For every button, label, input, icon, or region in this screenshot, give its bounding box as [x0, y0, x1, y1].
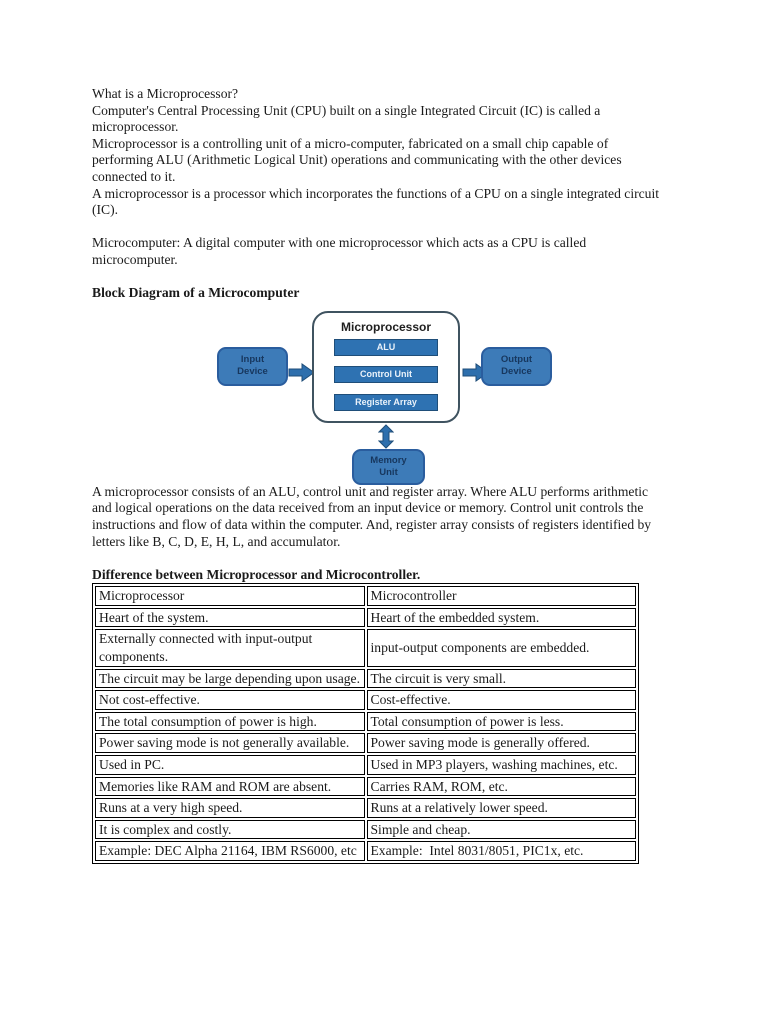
- table-cell-right: Carries RAM, ROM, etc.: [366, 776, 636, 797]
- table-cell-right: Used in MP3 players, washing machines, e…: [366, 755, 636, 775]
- table-row: Not cost-effective. Cost-effective.: [95, 690, 636, 710]
- table-row: Example: DEC Alpha 21164, IBM RS6000, et…: [95, 841, 636, 861]
- table-row: Heart of the system. Heart of the embedd…: [95, 607, 636, 628]
- table-cell-right: Power saving mode is generally offered.: [366, 733, 636, 754]
- table-cell-right: Heart of the embedded system.: [366, 607, 636, 628]
- table-cell-right: Runs at a relatively lower speed.: [366, 798, 636, 818]
- table-header-row: Microprocessor Microcontroller: [95, 586, 636, 606]
- table-row: It is complex and costly. Simple and che…: [95, 819, 636, 840]
- table-row: Runs at a very high speed. Runs at a rel…: [95, 798, 636, 818]
- table-row: Used in PC. Used in MP3 players, washing…: [95, 755, 636, 775]
- table-cell-right: Total consumption of power is less.: [366, 711, 636, 732]
- table-row: Power saving mode is not generally avail…: [95, 733, 636, 754]
- table-heading: Difference between Microprocessor and Mi…: [92, 566, 421, 582]
- blank-line: [92, 550, 670, 567]
- table-cell-right: Cost-effective.: [366, 690, 636, 710]
- output-device-label-line1: Output: [500, 354, 533, 366]
- blank-line: [92, 219, 670, 236]
- microcomputer-paragraph: Microcomputer: A digital computer with o…: [92, 235, 587, 267]
- intro-paragraph: Microprocessor is a controlling unit of …: [92, 135, 622, 184]
- table-cell-left: Heart of the system.: [95, 607, 365, 628]
- table-cell-left: Memories like RAM and ROM are absent.: [95, 776, 365, 797]
- table-row: The circuit may be large depending upon …: [95, 668, 636, 689]
- intro-paragraph: A microprocessor is a processor which in…: [92, 185, 660, 218]
- table-row: Externally connected with input-output c…: [95, 629, 636, 667]
- table-cell-left: The circuit may be large depending upon …: [95, 668, 365, 689]
- document-content: What is a Microprocessor? Computer's Cen…: [92, 86, 670, 864]
- table-cell-right: The circuit is very small.: [366, 668, 636, 689]
- alu-bar: ALU: [334, 338, 438, 356]
- table-cell-left: The total consumption of power is high.: [95, 711, 365, 732]
- block-diagram: Input Device Microprocessor ALU Control …: [212, 306, 557, 485]
- control-unit-bar: Control Unit: [334, 365, 438, 383]
- description-paragraph: A microprocessor consists of an ALU, con…: [92, 483, 652, 549]
- table-cell-left: Externally connected with input-output c…: [95, 629, 365, 667]
- table-header-microprocessor: Microprocessor: [95, 586, 365, 606]
- block-diagram-heading: Block Diagram of a Microcomputer: [92, 285, 300, 301]
- memory-unit-label-line1: Memory: [370, 454, 407, 466]
- intro-question: What is a Microprocessor?: [92, 86, 239, 101]
- output-device-label-line2: Device: [501, 366, 532, 378]
- input-device-label-line1: Input: [240, 354, 265, 366]
- microprocessor-container: Microprocessor ALU Control Unit Register…: [312, 310, 460, 423]
- table-cell-right: input-output components are embedded.: [366, 629, 636, 667]
- diagram-title: Microprocessor: [340, 319, 432, 334]
- table-cell-left: Not cost-effective.: [95, 690, 365, 710]
- input-device-label-line2: Device: [237, 366, 268, 378]
- comparison-table: Microprocessor Microcontroller Heart of …: [92, 583, 639, 864]
- arrow-input-to-cpu-icon: [288, 362, 315, 387]
- table-header-microcontroller: Microcontroller: [366, 586, 636, 606]
- table-row: Memories like RAM and ROM are absent. Ca…: [95, 776, 636, 797]
- table-cell-right: Example: Intel 8031/8051, PIC1x, etc.: [366, 841, 636, 861]
- table-row: The total consumption of power is high. …: [95, 711, 636, 732]
- register-array-bar: Register Array: [334, 393, 438, 411]
- table-cell-left: Runs at a very high speed.: [95, 798, 365, 818]
- table-cell-left: Example: DEC Alpha 21164, IBM RS6000, et…: [95, 841, 365, 861]
- memory-unit-label-line2: Unit: [379, 466, 398, 478]
- input-device-box: Input Device: [217, 346, 288, 386]
- table-cell-left: Used in PC.: [95, 755, 365, 775]
- intro-paragraph: Computer's Central Processing Unit (CPU)…: [92, 102, 601, 135]
- arrow-cpu-memory-icon: [377, 424, 395, 454]
- memory-unit-box: Memory Unit: [352, 448, 425, 485]
- table-cell-left: Power saving mode is not generally avail…: [95, 733, 365, 754]
- output-device-box: Output Device: [481, 346, 552, 386]
- blank-line: [92, 269, 670, 286]
- table-cell-left: It is complex and costly.: [95, 819, 365, 840]
- table-cell-right: Simple and cheap.: [366, 819, 636, 840]
